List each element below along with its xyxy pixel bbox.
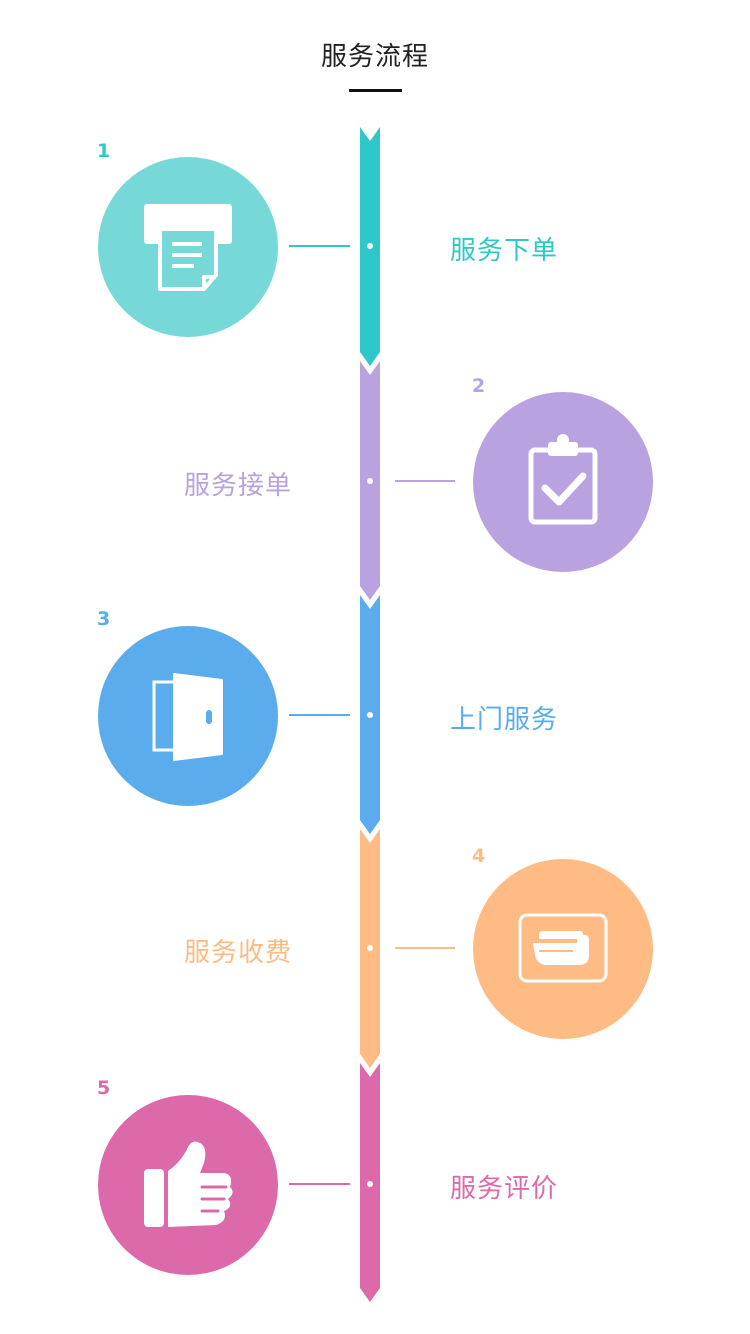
- step-2-circle: [473, 392, 653, 572]
- step-3-circle: [98, 626, 278, 806]
- timeline-dot-2: [367, 478, 373, 484]
- step-5-number: 5: [97, 1077, 111, 1099]
- step-1-circle: [98, 157, 278, 337]
- step-2-number: 2: [472, 375, 486, 397]
- step-5-label: 服务评价: [450, 1174, 559, 1204]
- document-printer-icon: [144, 204, 232, 291]
- timeline-dot-5: [367, 1181, 373, 1187]
- step-4-circle: [473, 859, 653, 1039]
- step-4-label: 服务收费: [184, 938, 293, 968]
- step-3-label: 上门服务: [450, 705, 559, 735]
- thumbs-up-icon: [144, 1141, 233, 1227]
- door-icon: [152, 673, 223, 761]
- timeline-dot-1: [367, 243, 373, 249]
- title-underline: [349, 89, 402, 92]
- step-1-label: 服务下单: [450, 236, 559, 266]
- timeline-dot-3: [367, 712, 373, 718]
- step-1-number: 1: [97, 140, 111, 162]
- page-title: 服务流程: [320, 42, 429, 72]
- timeline-dot-4: [367, 945, 373, 951]
- step-3-number: 3: [97, 608, 111, 630]
- step-4-number: 4: [472, 845, 486, 867]
- clipboard-check-icon: [528, 434, 598, 525]
- step-2-label: 服务接单: [184, 471, 293, 501]
- payment-hand-icon: [518, 913, 608, 983]
- step-5-circle: [98, 1095, 278, 1275]
